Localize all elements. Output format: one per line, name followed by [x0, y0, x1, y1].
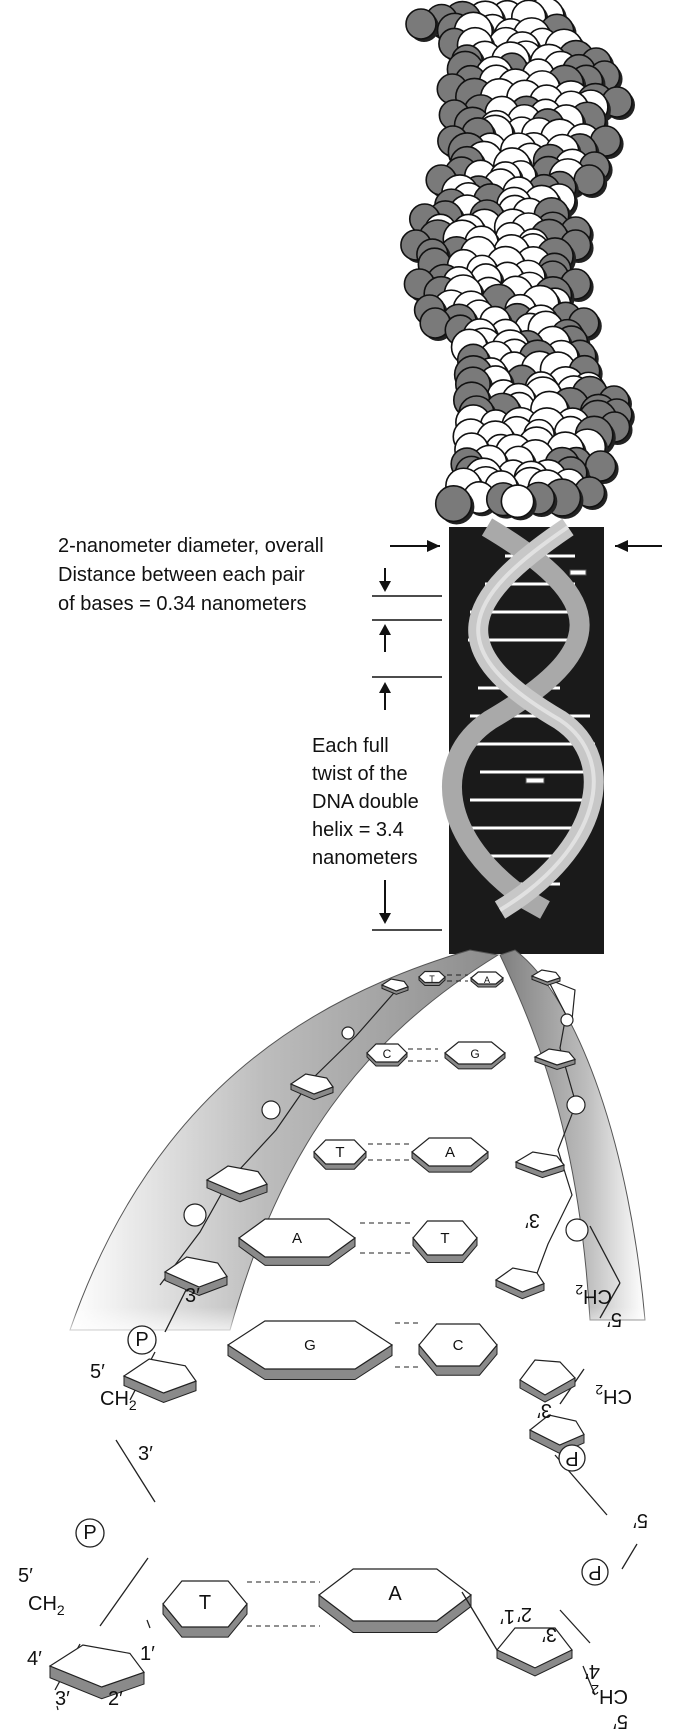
base-ring-a3-label: A — [445, 1144, 455, 1161]
label-5prime-r1: 5′ — [607, 1308, 622, 1330]
label-3prime-top: 3′ — [185, 1285, 200, 1307]
label-1prime-r: 1′ — [500, 1605, 515, 1627]
base-ring-g2-label: G — [470, 1047, 479, 1061]
label-5prime-r3: 5′ — [613, 1710, 628, 1732]
label-4prime-r: 4′ — [585, 1660, 600, 1682]
base-distance-arrow-up — [379, 624, 391, 635]
label-3prime-3: 3′ — [55, 1688, 70, 1710]
label-5prime-1: 5′ — [90, 1361, 105, 1383]
twist-arrow-down — [379, 913, 391, 924]
label-3prime-r1: 3′ — [525, 1209, 540, 1231]
twist-label-2: twist of the — [312, 763, 408, 785]
phosphate-node — [561, 1014, 573, 1026]
twist-label-3: DNA double — [312, 791, 419, 813]
label-3prime-r2: 3′ — [537, 1399, 552, 1421]
base-distance-label-1: Distance between each pair — [58, 564, 305, 586]
phosphate-node — [184, 1204, 206, 1226]
label-2prime: 2′ — [108, 1688, 123, 1710]
twist-arrow-up — [379, 682, 391, 693]
atom-light — [501, 485, 533, 517]
phosphate-label: P — [135, 1329, 148, 1351]
atom-dark — [436, 486, 472, 522]
label-1prime: 1′ — [140, 1643, 155, 1665]
label-5prime-r2: 5′ — [633, 1509, 648, 1531]
twist-label-5: nanometers — [312, 847, 418, 869]
base-ring-c5-label: C — [453, 1337, 464, 1354]
atom-dark — [406, 9, 436, 39]
phosphate-label: P — [83, 1522, 96, 1544]
label-4prime: 4′ — [27, 1648, 42, 1670]
base-ring-t6-label: T — [199, 1592, 211, 1614]
base-ring-a1-label: A — [484, 975, 490, 985]
diameter-label: 2-nanometer diameter, overall — [58, 535, 324, 557]
phosphate-label: P — [565, 1447, 578, 1469]
base-ring-a4-label: A — [292, 1230, 302, 1247]
phosphate-node — [566, 1219, 588, 1241]
twist-label-4: helix = 3.4 — [312, 819, 404, 841]
label-5prime-2: 5′ — [18, 1565, 33, 1587]
base-distance-arrow-down — [379, 581, 391, 592]
base-ring-a6-label: A — [388, 1583, 402, 1605]
label-ch2-r2: CH2 — [595, 1382, 632, 1407]
label-ch2-1: CH2 — [100, 1388, 137, 1413]
base-ring-g5-label: G — [304, 1337, 316, 1354]
twist-label-1: Each full — [312, 735, 389, 757]
base-ring-t1-label: T — [429, 974, 435, 984]
label-3prime-2: 3′ — [138, 1443, 153, 1465]
ribbon-model — [449, 527, 604, 954]
base-ring-t4-label: T — [440, 1230, 449, 1247]
space-filling-model — [401, 0, 635, 524]
base-distance-label-2: of bases = 0.34 nanometers — [58, 593, 307, 615]
phosphate-node — [567, 1096, 585, 1114]
label-3prime-r3: 3′ — [542, 1623, 557, 1645]
label-2prime-r: 2′ — [517, 1603, 532, 1625]
phosphate-node — [262, 1101, 280, 1119]
label-ch2-2: CH2 — [28, 1593, 65, 1618]
label-ch2-r3: CH2 — [591, 1682, 628, 1707]
phosphate-label: P — [588, 1561, 601, 1583]
base-ring-t3-label: T — [335, 1144, 344, 1161]
base-ring-c2-label: C — [383, 1047, 392, 1061]
phosphate-node — [342, 1027, 354, 1039]
